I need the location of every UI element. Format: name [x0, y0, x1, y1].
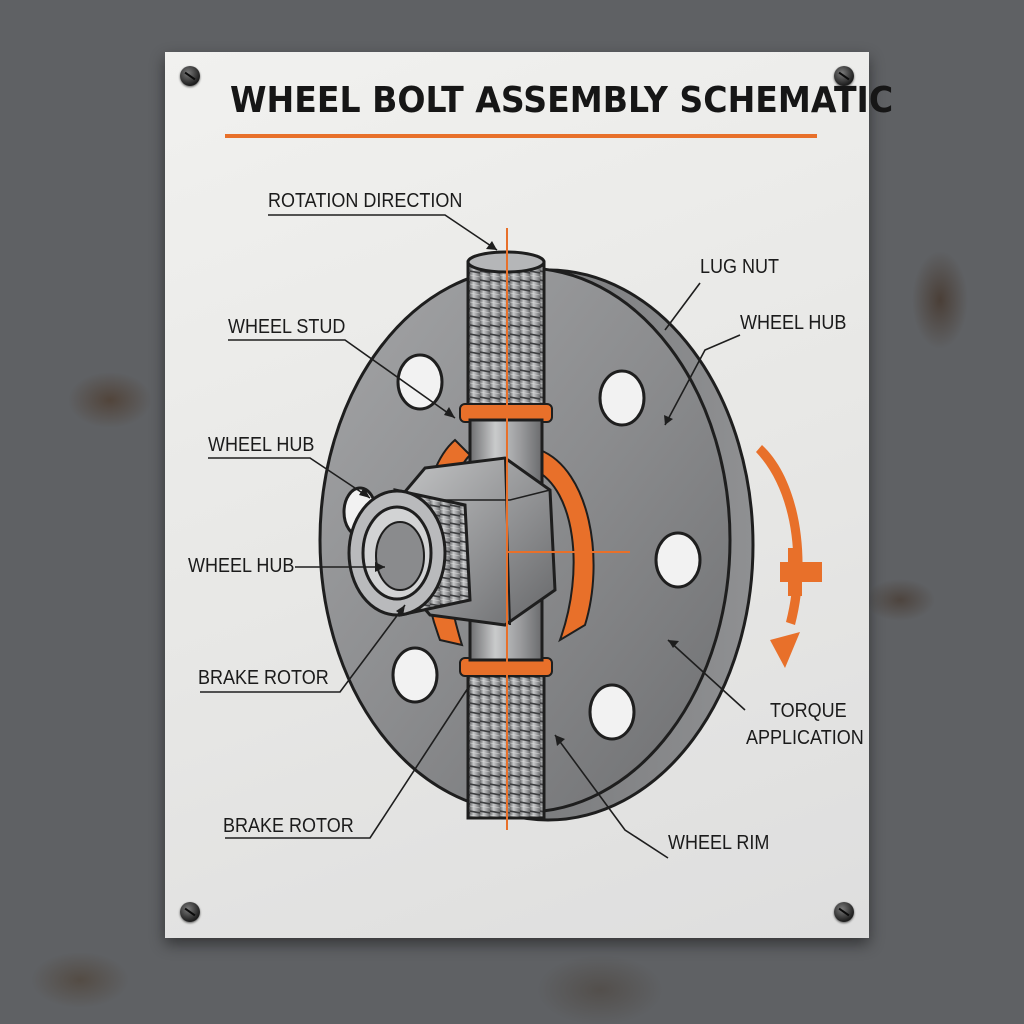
- label-rotation-direction: ROTATION DIRECTION: [268, 190, 463, 212]
- screw-icon: [834, 66, 854, 86]
- label-wheel-stud: WHEEL STUD: [228, 316, 346, 338]
- label-brake-rotor-upper: BRAKE ROTOR: [198, 667, 329, 689]
- label-wheel-hub-right: WHEEL HUB: [740, 312, 847, 334]
- leader-lines: [200, 214, 746, 859]
- screw-icon: [180, 902, 200, 922]
- label-application: APPLICATION: [746, 727, 864, 749]
- leader-arrowheads: [359, 241, 679, 746]
- label-brake-rotor-lower: BRAKE ROTOR: [223, 815, 354, 837]
- hub-spindle: [347, 488, 472, 617]
- screw-icon: [180, 66, 200, 86]
- label-wheel-rim: WHEEL RIM: [668, 832, 770, 854]
- label-wheel-hub-left-upper: WHEEL HUB: [208, 434, 315, 456]
- bolt-holes: [342, 353, 702, 741]
- label-torque: TORQUE: [770, 700, 847, 722]
- title-underline: [225, 134, 817, 138]
- curved-arrow-icon: [756, 445, 822, 668]
- label-lug-nut: LUG NUT: [700, 256, 780, 278]
- screw-icon: [834, 902, 854, 922]
- center-lines: [506, 228, 630, 830]
- label-wheel-hub-left-lower: WHEEL HUB: [188, 555, 295, 577]
